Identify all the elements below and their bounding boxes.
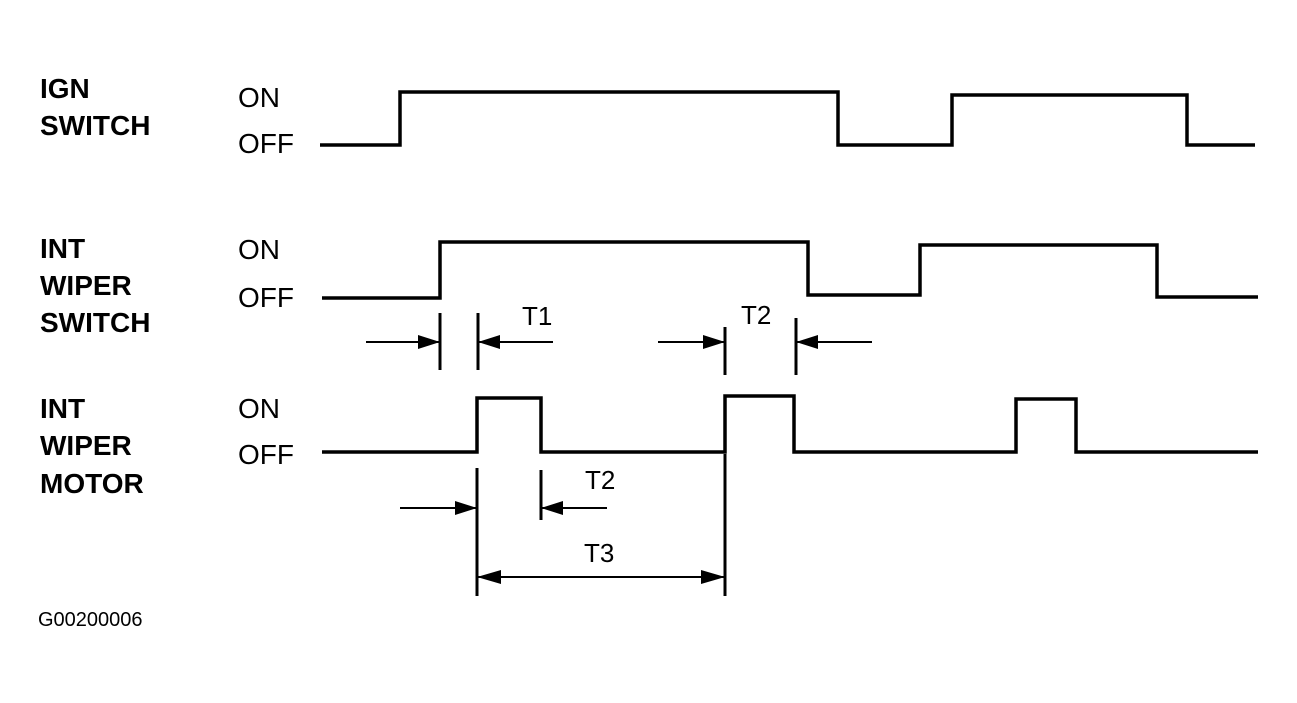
t1-label: T1 [522, 301, 552, 331]
ign-switch-on-label: ON [238, 82, 280, 113]
int-wiper-motor-signal: INT WIPER MOTOR ON OFF [40, 393, 1258, 499]
int-wiper-switch-label-line-2: WIPER [40, 270, 132, 301]
t2-switch-right-arrow [796, 335, 818, 349]
ign-switch-label-line-2: SWITCH [40, 110, 150, 141]
t2-motor-left-arrow [455, 501, 477, 515]
int-wiper-motor-waveform [322, 394, 1258, 454]
t3-dimension: T3 [477, 454, 727, 596]
t2-switch-label: T2 [741, 300, 771, 330]
t2-motor-dimension: T2 [400, 465, 615, 596]
t3-right-arrow [701, 570, 725, 584]
t3-label: T3 [584, 538, 614, 568]
int-wiper-switch-label-line-3: SWITCH [40, 307, 150, 338]
ign-switch-label-line-1: IGN [40, 73, 90, 104]
int-wiper-motor-on-label: ON [238, 393, 280, 424]
ign-switch-signal: IGN SWITCH ON OFF [40, 73, 1255, 159]
t2-motor-label: T2 [585, 465, 615, 495]
t2-switch-left-arrow [703, 335, 725, 349]
int-wiper-motor-label-line-3: MOTOR [40, 468, 144, 499]
figure-id: G00200006 [38, 609, 143, 631]
int-wiper-switch-off-label: OFF [238, 282, 294, 313]
t1-dimension: T1 [366, 301, 553, 370]
int-wiper-switch-label-line-1: INT [40, 233, 85, 264]
t2-switch-dimension: T2 [658, 300, 872, 375]
t1-left-arrow [418, 335, 440, 349]
ign-switch-off-label: OFF [238, 128, 294, 159]
int-wiper-motor-label-line-2: WIPER [40, 430, 132, 461]
t3-left-arrow [477, 570, 501, 584]
int-wiper-motor-label-line-1: INT [40, 393, 85, 424]
int-wiper-switch-waveform [322, 240, 1258, 300]
int-wiper-switch-on-label: ON [238, 234, 280, 265]
t2-motor-right-arrow [541, 501, 563, 515]
ign-switch-waveform [320, 90, 1255, 147]
int-wiper-motor-off-label: OFF [238, 439, 294, 470]
t1-right-arrow [478, 335, 500, 349]
int-wiper-switch-signal: INT WIPER SWITCH ON OFF [40, 233, 1258, 338]
